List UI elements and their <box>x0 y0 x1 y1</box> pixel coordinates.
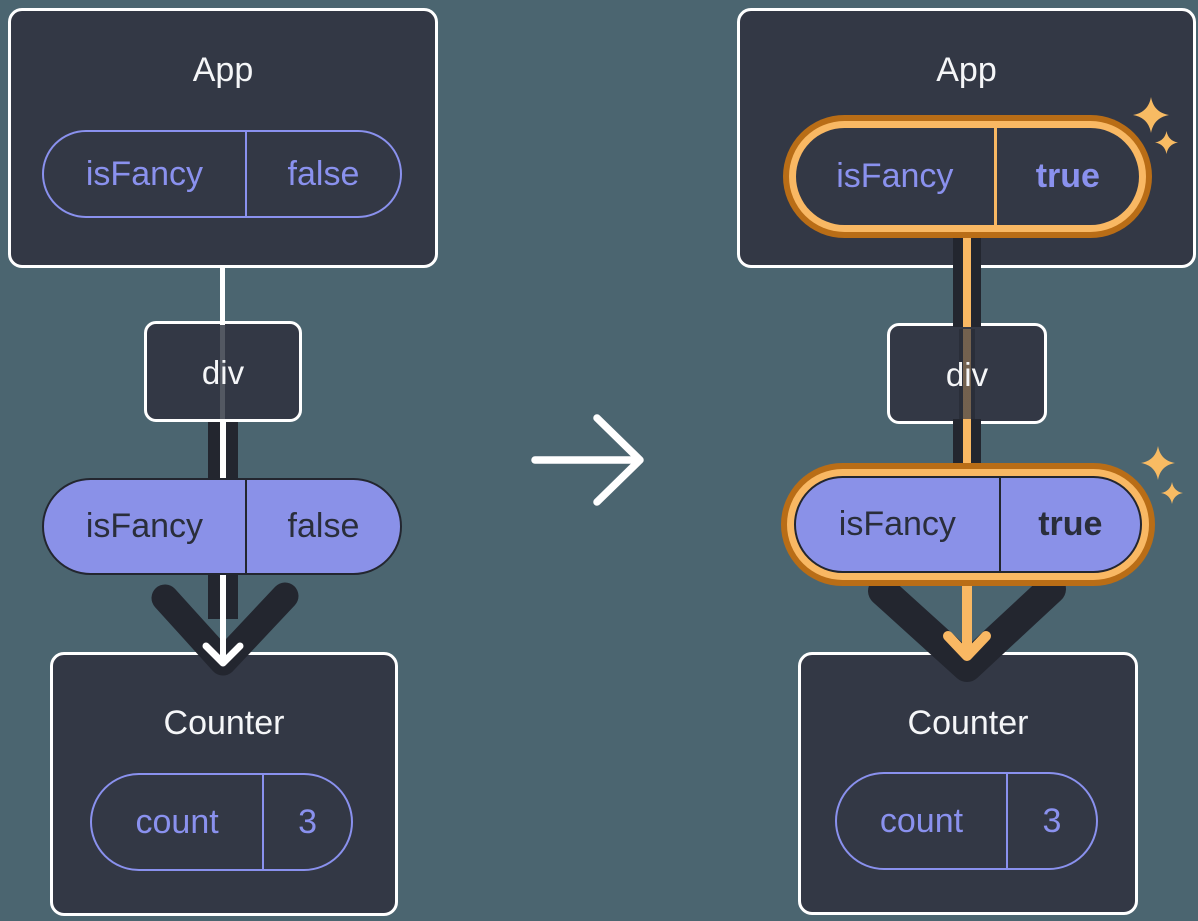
sparkle-icon <box>1141 446 1175 480</box>
prop-value: true <box>1038 505 1103 543</box>
connector-line-left <box>220 266 225 325</box>
right-arrow-icon <box>531 414 644 506</box>
prop-name: isFancy <box>796 478 1001 571</box>
prop-pipe-left <box>208 422 238 479</box>
prop-name: isFancy <box>44 132 247 216</box>
div-node-left <box>144 321 302 422</box>
div-label: div <box>201 354 245 391</box>
down-arrow-orange-icon <box>868 574 1066 682</box>
counter-title: Counter <box>907 704 1029 742</box>
state-value: 3 <box>1042 801 1062 840</box>
prop-name: isFancy <box>44 480 247 573</box>
app-title: App <box>936 51 997 89</box>
prop-name: isFancy <box>796 128 997 225</box>
prop-value: true <box>1035 157 1100 195</box>
prop-flow-stripe-right <box>959 329 975 419</box>
prop-value: false <box>287 154 360 193</box>
div-label: div <box>945 356 989 393</box>
prop-pill-app-left: isFancy false <box>42 130 402 218</box>
prop-pill-app-right: isFancy true <box>796 128 1139 225</box>
highlight-ring-passed-right: isFancy true <box>781 463 1155 586</box>
state-pill-counter-right: count 3 <box>835 772 1098 870</box>
highlight-ring-app-right: isFancy true <box>783 115 1152 238</box>
state-value: 3 <box>298 802 318 841</box>
down-arrow-white-icon <box>151 574 299 676</box>
prop-pipe-right-upper <box>953 236 981 327</box>
state-name: count <box>837 774 1008 868</box>
app-title: App <box>192 51 254 89</box>
state-pill-counter-left: count 3 <box>90 773 353 871</box>
prop-flow-stripe-left <box>220 325 225 419</box>
sparkle-icon <box>1161 482 1183 504</box>
sparkle-icon <box>1155 131 1178 154</box>
state-name: count <box>92 775 265 869</box>
highlight-ring-inner: isFancy true <box>789 121 1146 232</box>
sparkle-icon <box>1133 97 1169 133</box>
prop-value: false <box>287 507 360 545</box>
counter-title: Counter <box>163 704 285 742</box>
highlight-ring-inner: isFancy true <box>787 469 1149 580</box>
prop-pill-passed-right: isFancy true <box>794 476 1142 573</box>
prop-pipe-right <box>953 419 981 465</box>
prop-pill-passed-left: isFancy false <box>42 478 402 575</box>
